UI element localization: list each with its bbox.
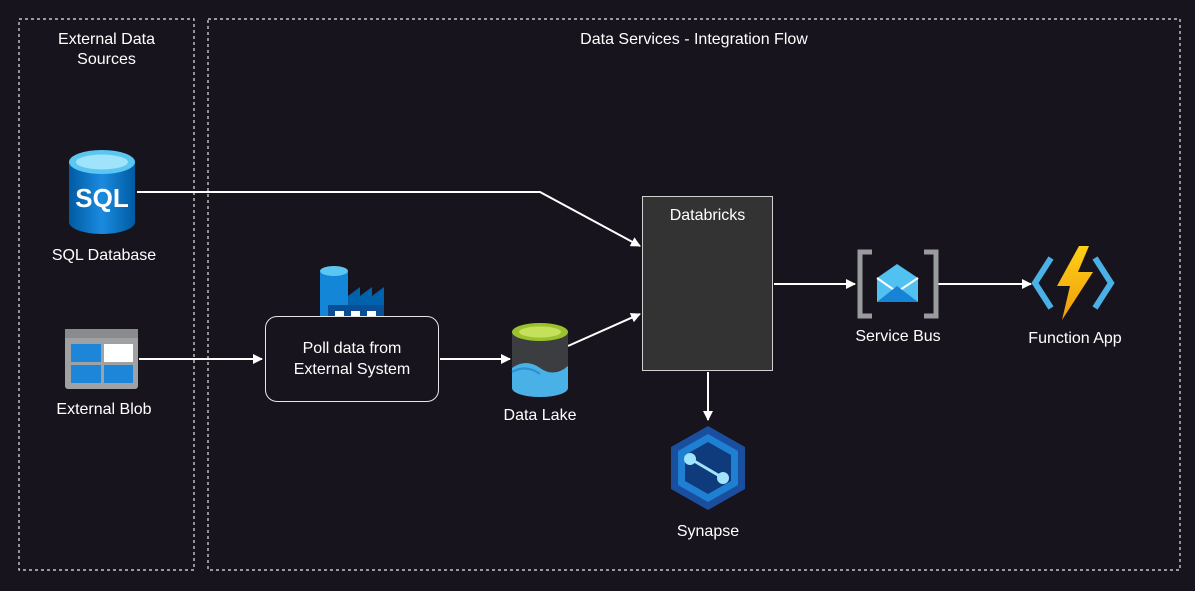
poll-data-node[interactable]: Poll data from External System (265, 316, 439, 402)
svg-text:SQL: SQL (75, 183, 129, 213)
external-blob-label: External Blob (56, 401, 152, 418)
function-app-icon (1031, 246, 1115, 320)
data-services-group (207, 18, 1181, 571)
synapse-node[interactable] (668, 424, 748, 514)
external-sources-group (18, 18, 195, 571)
databricks-label: Databricks (669, 207, 746, 224)
synapse-icon (671, 426, 745, 510)
data-lake-label: Data Lake (503, 407, 577, 424)
service-bus-label: Service Bus (855, 328, 941, 345)
data-lake-icon (511, 323, 568, 397)
edge-sql-to-databricks (137, 191, 641, 247)
external-sources-title-line2: Sources (77, 51, 136, 68)
external-sources-title-line1: External Data (58, 31, 155, 48)
service-bus-icon (857, 249, 939, 319)
sql-database-icon: SQL (69, 150, 135, 234)
service-bus-node[interactable] (856, 248, 940, 320)
edge-datalake-to-databricks (567, 313, 641, 347)
sql-database-label: SQL Database (51, 247, 157, 264)
synapse-label: Synapse (676, 523, 740, 540)
data-services-title: Data Services - Integration Flow (580, 31, 808, 48)
databricks-node[interactable] (642, 196, 773, 371)
external-blob-node[interactable] (62, 326, 142, 392)
poll-data-label: Poll data from External System (293, 340, 411, 378)
blob-storage-icon (65, 329, 138, 389)
external-sources-title: External Data Sources (19, 30, 194, 70)
data-lake-node[interactable] (508, 320, 572, 400)
function-app-node[interactable] (1030, 244, 1116, 324)
sql-database-node[interactable] (62, 148, 142, 236)
function-app-label: Function App (1028, 330, 1122, 347)
